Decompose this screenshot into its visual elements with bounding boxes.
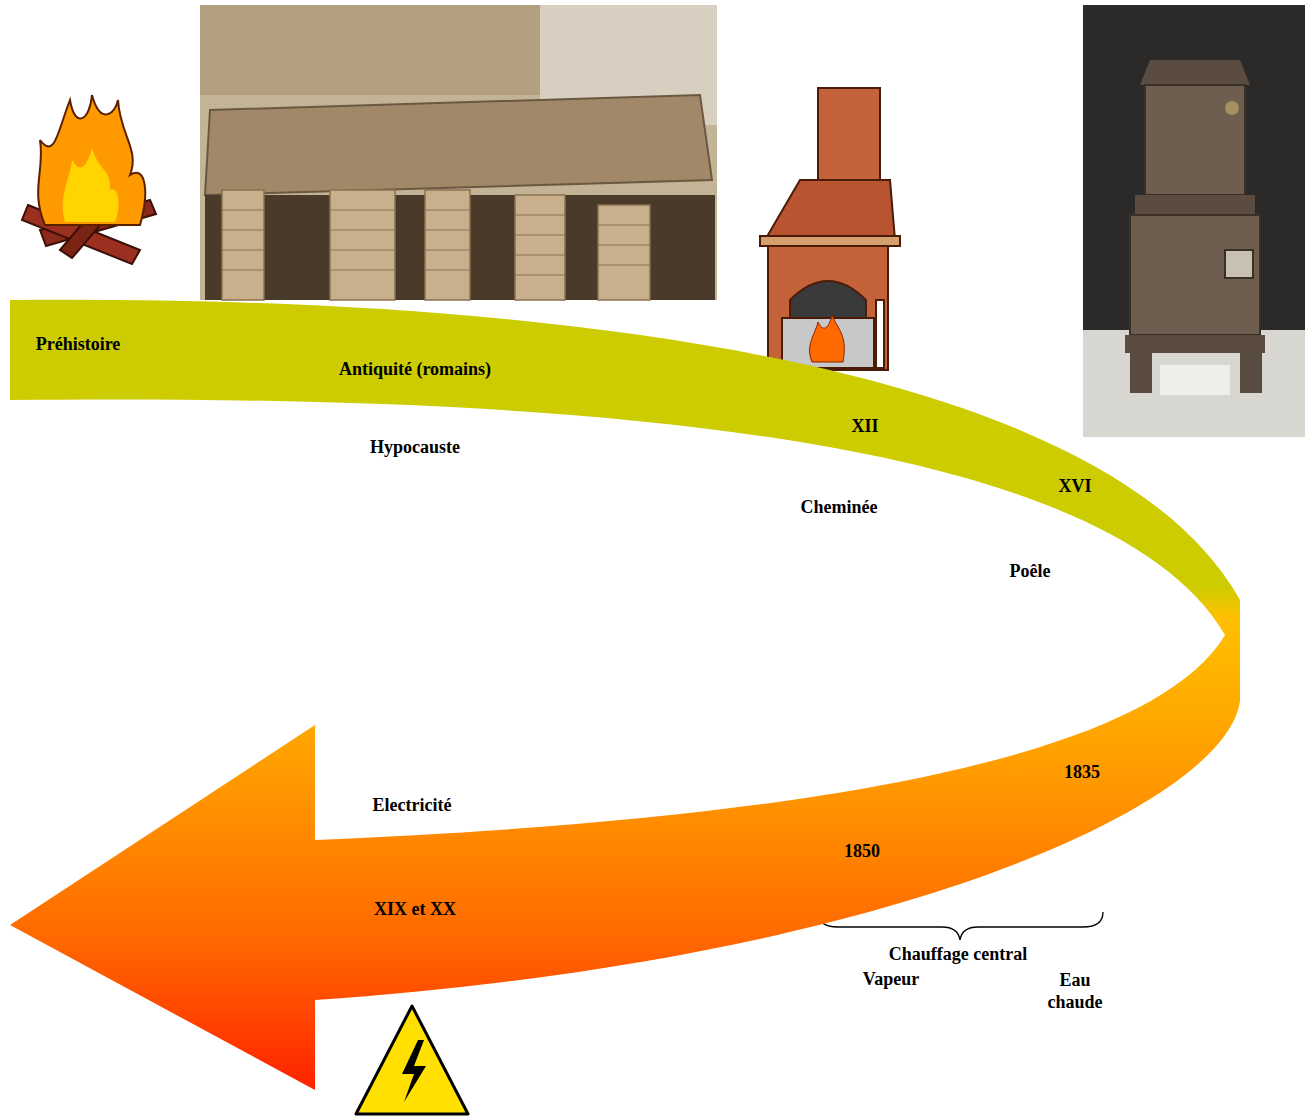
warning-triangle — [356, 1006, 468, 1114]
hypocaust-photo — [200, 5, 717, 300]
caption-label: Electricité — [373, 795, 452, 817]
stove-knob — [1225, 101, 1239, 115]
floor — [1083, 330, 1305, 437]
caption-label: Chauffage central — [889, 944, 1027, 966]
stone-block — [1160, 365, 1230, 395]
stove-door — [1225, 250, 1253, 278]
stove-photo — [1083, 5, 1305, 437]
mantel — [760, 236, 900, 246]
period-label: XIX et XX — [374, 899, 456, 921]
stove-base — [1125, 335, 1265, 353]
timeline-arrow — [10, 300, 1240, 1090]
fireplace-hood — [765, 180, 895, 240]
poker — [876, 300, 884, 368]
timeline-band: PréhistoireAntiquité (romains) XII XVI 1835… — [0, 290, 1250, 1100]
period-label: 1835 — [1064, 762, 1100, 784]
floor-slab — [205, 95, 712, 195]
brick-pillar — [515, 195, 565, 300]
chimney-stack — [818, 88, 880, 188]
period-label: Préhistoire — [36, 334, 121, 356]
flame-core — [63, 148, 119, 222]
campfire-icon — [22, 95, 156, 264]
brick-pillar — [598, 205, 650, 300]
fireplace-icon — [760, 88, 900, 370]
period-label: XVI — [1058, 476, 1091, 498]
stove-foot — [1130, 353, 1152, 393]
stove-ledge — [1135, 195, 1255, 215]
period-label: 1850 — [844, 841, 880, 863]
stove-foot — [1240, 353, 1262, 393]
brick-joints — [222, 210, 650, 275]
brick-pillar — [425, 190, 470, 300]
period-label: Antiquité (romains) — [339, 359, 491, 381]
high-voltage-sign — [356, 1006, 468, 1114]
caption-label: Hypocauste — [370, 437, 460, 459]
caption-label: Eau chaude — [1038, 970, 1112, 1013]
stove-upper — [1145, 85, 1245, 195]
lightning-bolt — [402, 1040, 426, 1102]
brick-pillar — [222, 190, 264, 300]
band-outline — [0, 290, 1250, 1100]
photo-ground — [1083, 5, 1305, 437]
stove-top — [1140, 60, 1250, 85]
caption-label: Vapeur — [863, 969, 919, 991]
flame — [810, 315, 845, 362]
flame — [38, 95, 145, 225]
brace — [818, 912, 1103, 940]
fireplace-body — [768, 246, 888, 370]
caption-label: Cheminée — [801, 497, 878, 519]
caption-label: Poêle — [1010, 561, 1051, 583]
period-label: XII — [851, 416, 878, 438]
stove-lower — [1130, 215, 1260, 335]
photo-ground — [200, 5, 717, 300]
brick-pillar — [330, 190, 395, 300]
